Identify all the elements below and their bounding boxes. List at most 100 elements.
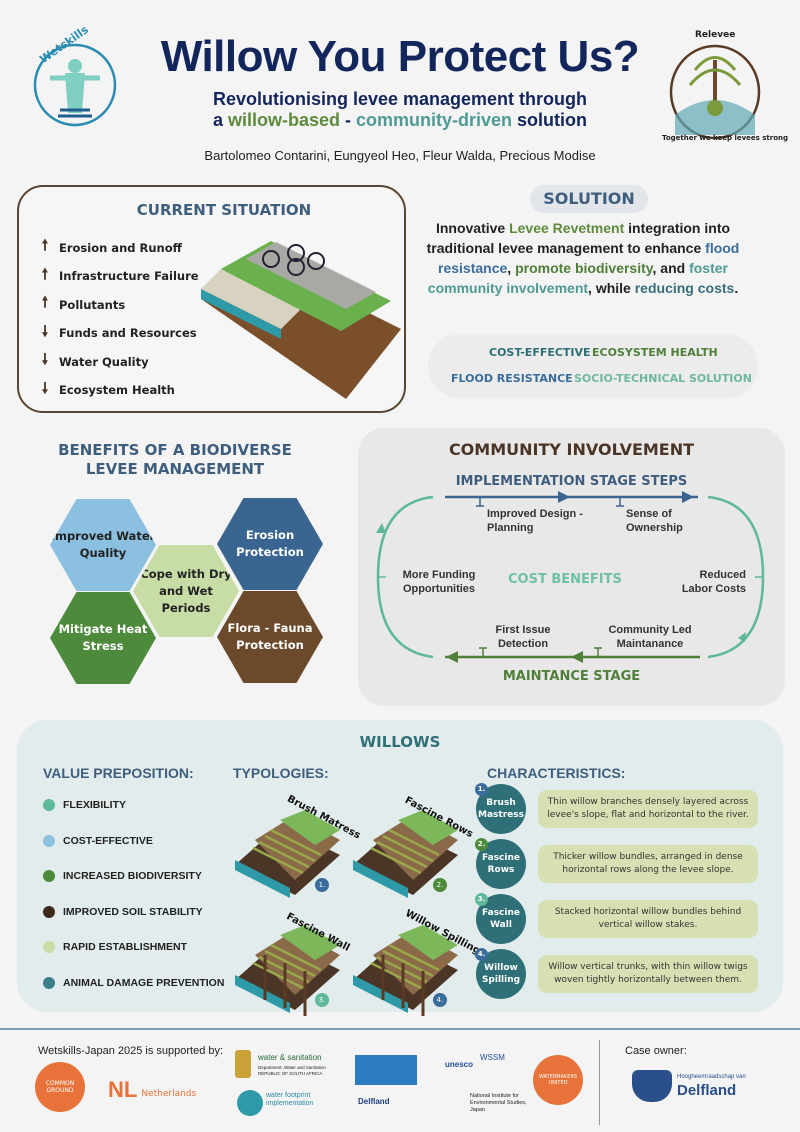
characteristic-name: Willow Spilling [481, 963, 521, 985]
relevee-logo-motto: Together we keep levees strong [662, 134, 789, 142]
situation-item-label: Ecosystem Health [59, 383, 175, 397]
arrow-down-icon: 🠗 [41, 321, 49, 340]
situation-item: 🠕 Pollutants [39, 292, 125, 317]
characteristic-number: 1. [475, 783, 488, 796]
situation-item: 🠗Water Quality [39, 349, 149, 374]
community-panel: COMMUNITY INVOLVEMENT IMPLEMENTATION STA… [358, 428, 785, 706]
water-sanitation-dept: Department: Water and Sanitation REPUBLI… [258, 1065, 326, 1076]
solution-text: Innovative Levee Revetment integration i… [426, 220, 740, 296]
relevee-logo: Relevee Together we keep levees strong [650, 30, 788, 150]
characteristic-number: 2. [475, 838, 488, 851]
value-item-label: IMPROVED SOIL STABILITY [63, 905, 203, 918]
situation-item: 🠕 Erosion and Runoff [39, 235, 182, 260]
value-item: ANIMAL DAMAGE PREVENTION [43, 976, 225, 989]
bullet-dot-icon [43, 799, 55, 811]
common-ground-logo: COMMON GROUND [35, 1062, 85, 1112]
relevee-logo-name: Relevee [695, 30, 736, 40]
value-item: RAPID ESTABLISHMENT [43, 941, 187, 953]
tag: ECOSYSTEM HEALTH [592, 346, 718, 359]
typology-number: 2. [433, 878, 447, 892]
typology-illustration: 3.Fascine Wall [235, 911, 351, 1025]
typology-number: 4. [433, 993, 447, 1007]
value-item-label: INCREASED BIODIVERSITY [63, 870, 202, 882]
implementation-stage-label: IMPLEMENTATION STAGE STEPS [455, 474, 688, 489]
arrow-up-icon: 🠕 [41, 236, 49, 254]
tag: COST-EFFECTIVE [489, 346, 591, 359]
page-title: Willow You Protect Us? [160, 32, 640, 81]
hex-water-quality: Improved Water Quality [50, 499, 156, 591]
maintenance-stage-label: MAINTANCE STAGE [502, 669, 641, 684]
typology-illustration: 1.Brush Matress [235, 794, 362, 910]
watermakers-united-logo: WATERMAKERS UNITED [533, 1055, 583, 1105]
step-first-issue: First Issue Detection [495, 624, 551, 650]
maintenance-arrow [445, 647, 700, 663]
supported-by-label: Wetskills-Japan 2025 is supported by: [38, 1045, 224, 1057]
solution-title: SOLUTION [530, 185, 648, 213]
situation-item-label: Pollutants [59, 297, 126, 312]
case-owner-label: Case owner: [625, 1045, 687, 1057]
step-more-funding: More Funding Opportunities [402, 569, 476, 595]
current-situation-title: CURRENT SITUATION [136, 201, 312, 219]
arrow-down-icon: 🠗 [41, 350, 49, 368]
arrow-up-icon: 🠕 [41, 293, 49, 311]
arrow-down-icon: 🠗 [41, 378, 49, 397]
value-item: IMPROVED SOIL STABILITY [43, 905, 203, 918]
characteristic-name: Fascine Rows [482, 853, 520, 875]
step-community-maintenance: Community Led Maintanance [608, 624, 692, 650]
subtitle-line-1: Revolutionising levee management through [212, 89, 588, 109]
characteristic-name: Brush Mastress [478, 798, 524, 820]
hex-dry-wet-periods: Cope with Dry and Wet Periods [133, 545, 239, 637]
blue-institution-logo [355, 1055, 417, 1085]
tag: SOCIO-TECHNICAL SOLUTION [574, 372, 752, 385]
situation-item: 🠗 Ecosystem Health [39, 378, 175, 403]
hex-flora-fauna: Flora - Fauna Protection [217, 591, 323, 683]
footer-divider [0, 1028, 800, 1030]
south-africa-crest-icon [235, 1050, 251, 1078]
typology-number: 1. [315, 878, 329, 892]
value-proposition-title: VALUE PREPOSITION: [43, 765, 194, 781]
step-reduced-labor: Reduced Labor Costs [681, 569, 746, 595]
characteristic-number: 4. [475, 948, 488, 961]
water-footprint-icon [237, 1090, 263, 1116]
unesco-logo: unesco [445, 1060, 474, 1069]
community-title: COMMUNITY INVOLVEMENT [448, 440, 695, 459]
situation-item-label: Erosion and Runoff [59, 240, 182, 255]
characteristic-badge: 3.Fascine Wall [475, 893, 524, 942]
value-item: INCREASED BIODIVERSITY [43, 870, 202, 882]
typology-illustration: 4.Willow Spilling [353, 908, 482, 1025]
delfland-crest-icon [632, 1070, 672, 1102]
bullet-dot-icon [43, 870, 55, 882]
bullet-dot-icon [43, 834, 55, 847]
hex-erosion-protection: Erosion Protection [217, 498, 323, 590]
characteristic-badge: 1. Brush Mastress [475, 783, 524, 832]
cycle-diagram [376, 491, 765, 663]
footer-separator [599, 1040, 600, 1125]
wetskills-logo: Wetskills [30, 23, 120, 128]
implementation-arrow [445, 491, 698, 507]
nies-logo: National Institute for Environmental Stu… [470, 1093, 527, 1113]
value-item-label: RAPID ESTABLISHMENT [63, 941, 188, 953]
levee-illustration [201, 241, 401, 399]
value-item: COST-EFFECTIVE [43, 834, 153, 847]
solution-tags: COST-EFFECTIVE ECOSYSTEM HEALTH FLOOD RE… [428, 334, 758, 398]
subtitle-line-2: a willow-based - community-driven soluti… [212, 110, 588, 130]
arrow-up-icon: 🠕 [41, 264, 49, 283]
delfland-small-logo: Delfland [358, 1097, 390, 1106]
value-item-label: ANIMAL DAMAGE PREVENTION [63, 976, 225, 989]
situation-item-label: Funds and Resources [59, 326, 197, 340]
characteristic-number: 3. [475, 893, 488, 906]
situation-item: 🠗 Funds and Resources [39, 321, 197, 346]
value-item-label: COST-EFFECTIVE [63, 834, 153, 847]
tag: FLOOD RESISTANCE [451, 372, 573, 385]
current-situation-panel: CURRENT SITUATION 🠕Erosion and Runoff🠕In… [17, 185, 406, 413]
typologies-title: TYPOLOGIES: [233, 765, 329, 781]
delfland-owner-line1: Hoogheemraadschap van [677, 1074, 746, 1080]
typology-number: 3. [315, 993, 329, 1007]
characteristic-badge: 4. Willow Spilling [475, 948, 524, 997]
willows-title: WILLOWS [359, 733, 441, 751]
characteristic-description: Thicker willow bundles, arranged in dens… [538, 845, 758, 883]
bullet-dot-icon [43, 976, 55, 989]
hex-heat-stress: Mitigate Heat Stress [50, 592, 156, 684]
